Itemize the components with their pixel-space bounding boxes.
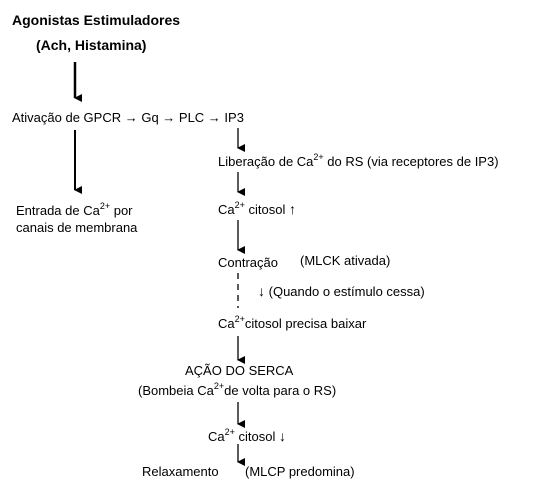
bombeia-ca: (Bombeia Ca2+de volta para o RS) [138, 381, 337, 399]
serca-title: AÇÃO DO SERCA [185, 363, 294, 378]
ca-citosol-up: Ca2+ citosol ↑ [218, 200, 296, 218]
contracao: Contração [218, 255, 278, 270]
quando-estimulo-cessa: ↓ (Quando o estímulo cessa) [258, 283, 425, 299]
arrow-down-symbol: ↓ [258, 283, 265, 299]
liberacao-ca: Liberação de Ca2+ do RS (via receptores … [218, 152, 499, 170]
entrada-ca-line: Entrada de Ca2+ por [16, 201, 133, 219]
mlcp-note: (MLCP predomina) [245, 464, 355, 479]
entrada-ca-line-2: canais de membrana [16, 220, 138, 235]
title-line-1: Agonistas Estimuladores [12, 12, 181, 28]
arrow-down-symbol-2: ↓ [278, 428, 286, 444]
relaxamento: Relaxamento [142, 464, 219, 479]
arrow-up-symbol: ↑ [288, 201, 296, 217]
ca-citosol-down: Ca2+ citosol ↓ [208, 427, 286, 445]
gpcr-pathway: Ativação de GPCR → Gq → PLC → IP3 [12, 110, 244, 125]
ca-precisa-baixar: Ca2+citosol precisa baixar [218, 314, 367, 332]
mlck-note: (MLCK ativada) [300, 253, 391, 268]
title-line-2: (Ach, Histamina) [36, 37, 147, 53]
